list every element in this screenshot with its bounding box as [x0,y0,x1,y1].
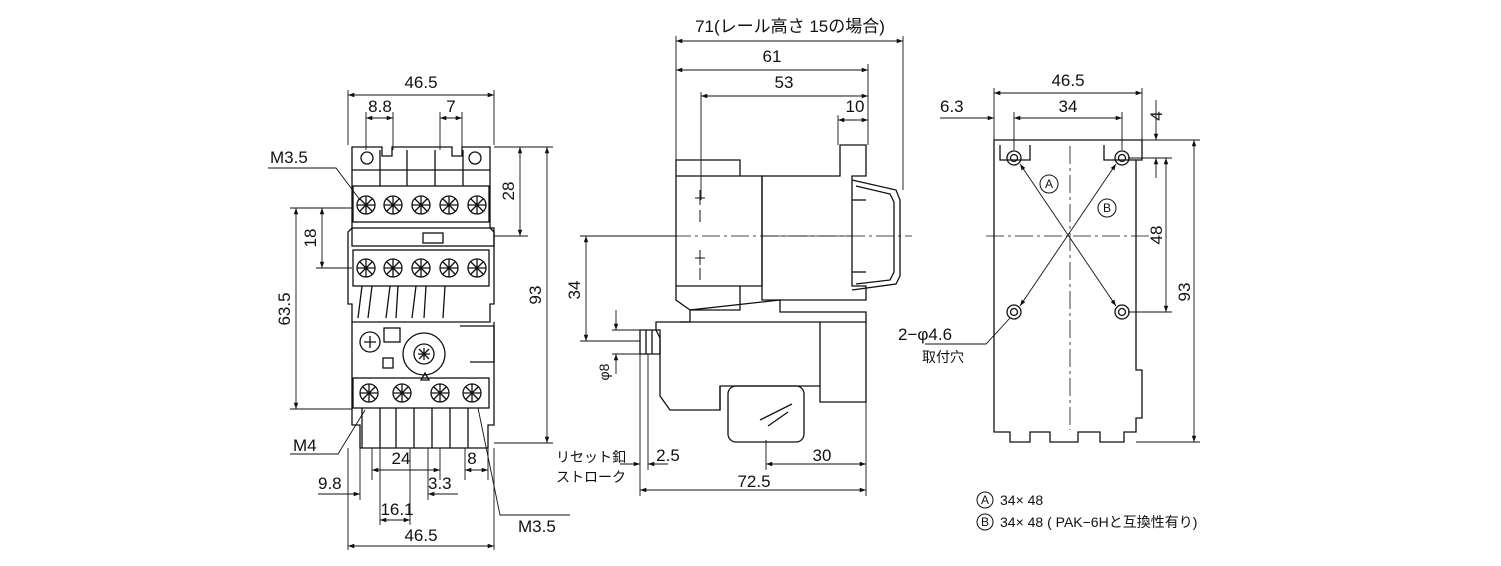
dim-depth-rail: 71(レール高さ 15の場合) [695,17,885,36]
mount-view-labels: 46.5 6.3 34 4 48 93 2−φ4.6 取付穴 A B [898,71,1194,365]
label-screw-top: M3.5 [270,148,308,167]
dim-72-5: 72.5 [737,472,770,491]
dim-mount-width: 46.5 [1051,71,1084,90]
mount-view-dimensions [925,88,1200,443]
dim-hole-vertical: 48 [1147,226,1166,245]
front-view [347,146,495,449]
dim-depth-10: 10 [846,97,865,116]
dim-height-18: 18 [301,229,320,248]
dim-8: 8 [467,449,476,468]
mount-view [986,139,1150,443]
dim-height-63-5: 63.5 [275,292,294,325]
dim-depth-53: 53 [775,73,794,92]
side-view-dimensions [580,36,904,496]
front-view-dimensions [268,90,570,550]
dim-height-upper: 28 [499,182,518,201]
side-view-labels: 71(レール高さ 15の場合) 61 53 10 34 φ8 リセット釦 ストロ… [556,17,885,491]
dim-offset: 6.3 [940,97,964,116]
dim-top-offset: 4 [1147,111,1166,120]
dim-3-3: 3.3 [428,474,452,493]
upper-terminal-row [352,185,490,223]
dim-dia-8: φ8 [596,363,612,380]
dim-hole-pitch: 34 [1059,97,1078,116]
dim-9-8: 9.8 [318,474,342,493]
dim-stroke: 2.5 [656,446,680,465]
label-holes: 2−φ4.6 [898,325,952,344]
label-reset-1: リセット釦 [556,449,626,465]
legend-a-text: 34× 48 [1000,492,1043,508]
label-reset-2: ストローク [556,469,626,485]
legend-b-text: 34× 48 ( PAK−6Hと互換性有り) [1000,514,1197,530]
dim-16-1: 16.1 [380,500,413,519]
dim-width-top: 46.5 [404,73,437,92]
dim-mount-height: 93 [1175,283,1194,302]
dim-height-total: 93 [526,286,545,305]
dim-height-34: 34 [565,281,584,300]
lower-terminal-row [352,249,490,287]
overload-terminal-row [352,377,490,409]
dim-pitch-left: 8.8 [368,97,392,116]
dim-30: 30 [813,446,832,465]
legend: A 34× 48 B 34× 48 ( PAK−6Hと互換性有り) [976,491,1197,531]
mark-b: B [1103,201,1111,215]
legend-a-mark: A [981,493,989,507]
legend-b-mark: B [981,515,989,529]
label-holes-desc: 取付穴 [922,349,964,365]
dim-24: 24 [392,449,411,468]
mark-a: A [1045,177,1053,191]
front-view-labels: 46.5 8.8 7 M3.5 28 93 18 63.5 M4 24 8 9.… [270,73,556,545]
label-screw-bottom: M3.5 [518,517,556,536]
dim-width-bottom: 46.5 [404,526,437,545]
dim-pitch-right: 7 [446,97,455,116]
dim-depth-61: 61 [763,47,782,66]
side-view [586,144,912,443]
label-screw-m4: M4 [293,436,317,455]
